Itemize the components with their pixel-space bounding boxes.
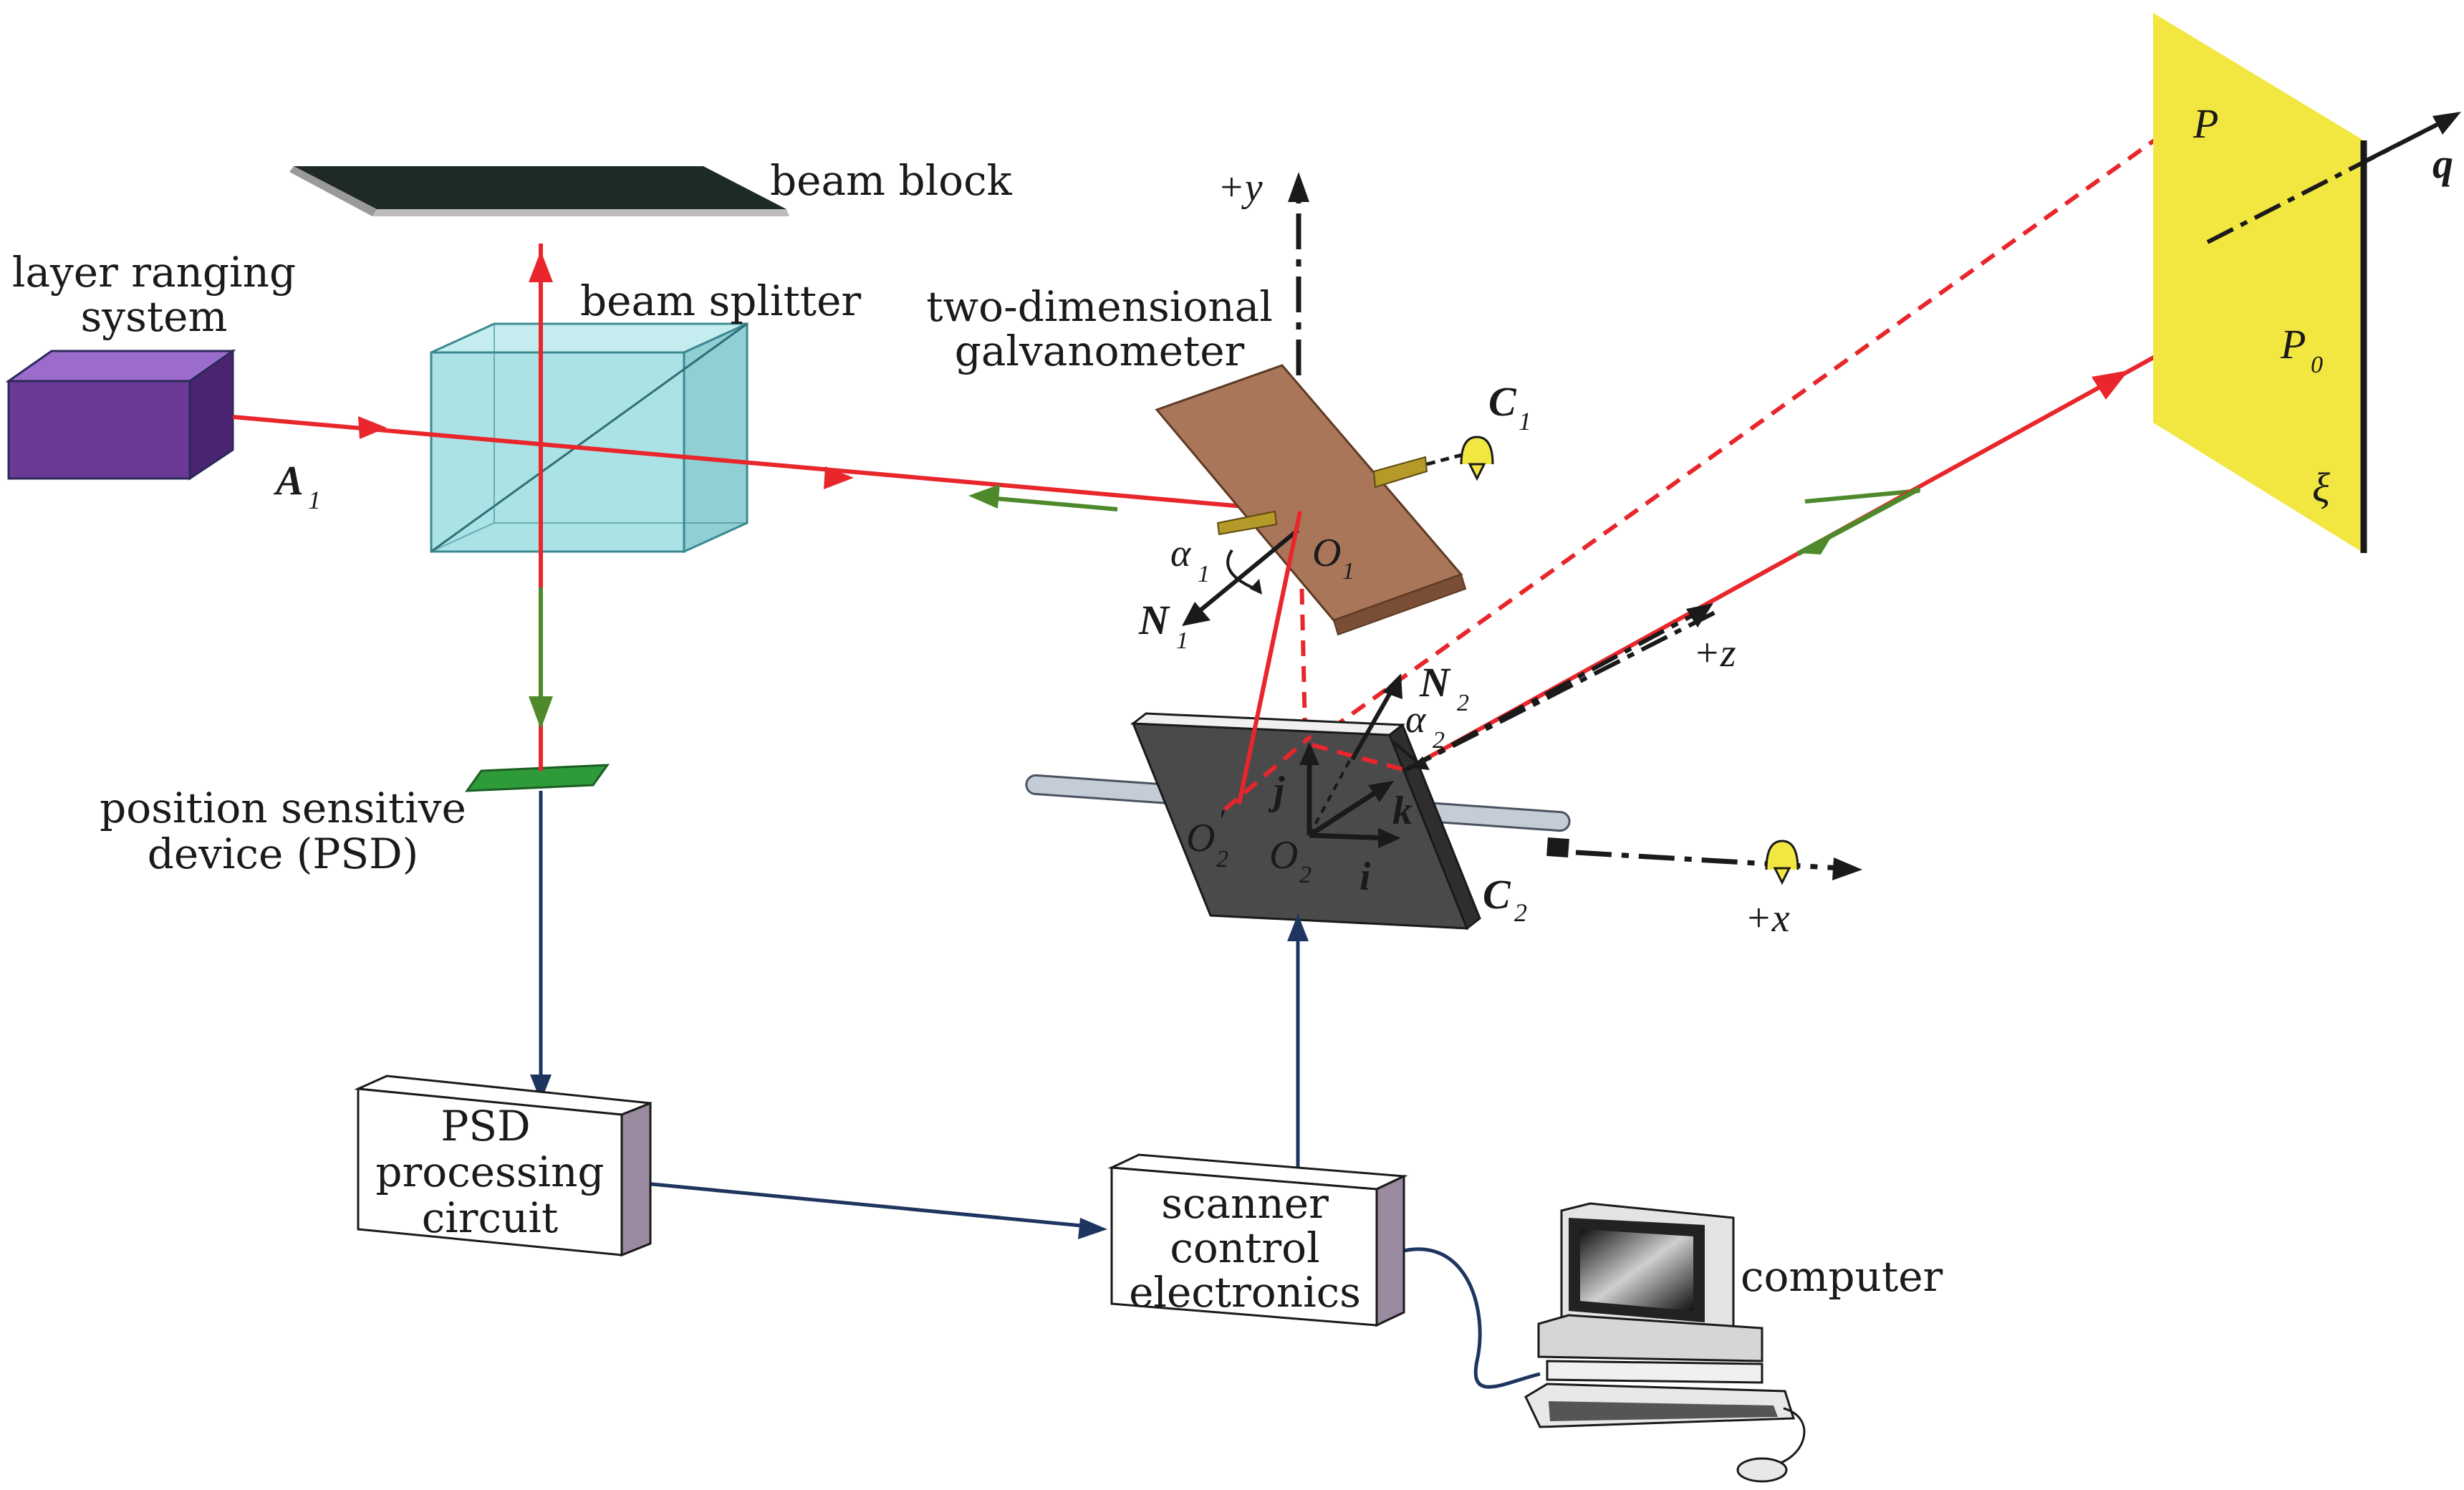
- local-axes-ijk: [1299, 742, 1401, 848]
- o2-label: O: [1269, 833, 1298, 878]
- return-beam-segments: [539, 489, 1920, 716]
- plus-z-label: +z: [1693, 631, 1736, 676]
- c1-subscript: 1: [1519, 407, 1531, 436]
- p0-label: P: [2280, 321, 2306, 367]
- alpha2-subscript: 2: [1433, 727, 1445, 754]
- xi-label: ξ: [2312, 464, 2330, 511]
- mirror2-beam-marks: [1223, 511, 1406, 812]
- o2-prime-label: O: [1186, 816, 1215, 860]
- layer-ranging-label: layer ranging: [12, 248, 296, 297]
- computer-label: computer: [1741, 1252, 1943, 1301]
- plus-x-label: +x: [1745, 896, 1790, 941]
- mirror1-normal-stub: [1216, 510, 1278, 536]
- c1-rotation-icon: [1460, 436, 1494, 481]
- n2-label: N: [1419, 659, 1451, 706]
- signal-arrowheads: [530, 914, 1309, 1239]
- o2-subscript: 2: [1299, 862, 1312, 888]
- beam-splitter: [430, 322, 749, 554]
- psd-processing-box: [354, 1075, 652, 1257]
- layer-ranging-label-line2: system: [81, 292, 228, 341]
- a1-label: A: [274, 457, 304, 504]
- p-label: P: [2193, 100, 2218, 147]
- psd-circuit-line1: PSD: [441, 1102, 530, 1150]
- alpha1-label: α: [1170, 532, 1192, 575]
- c2-subscript: 2: [1514, 898, 1527, 927]
- beam-block: [289, 166, 789, 216]
- q-label: q: [2432, 140, 2453, 187]
- signal-lines: [539, 791, 1541, 1389]
- x-axis: [1575, 850, 1862, 880]
- psd-circuit-line2: processing: [375, 1148, 604, 1196]
- c1-shaft: [1372, 449, 1476, 489]
- galvanometer-label-line2: galvanometer: [955, 327, 1245, 375]
- layer-ranging-system: [5, 349, 236, 481]
- psd-circuit-line3: circuit: [422, 1193, 558, 1242]
- scanner-line2: control: [1170, 1224, 1319, 1272]
- plus-y-label: +y: [1218, 165, 1263, 210]
- beam-splitter-label: beam splitter: [580, 277, 861, 325]
- k-label: k: [1392, 789, 1413, 833]
- galvanometer-label-line1: two-dimensional: [926, 282, 1273, 331]
- position-sensitive-device: [464, 764, 610, 792]
- alpha1-subscript: 1: [1198, 561, 1210, 587]
- scanner-control-box: [1107, 1153, 1408, 1327]
- scanner-line3: electronics: [1129, 1268, 1361, 1317]
- beam-block-label: beam block: [770, 156, 1013, 205]
- psd-label-line1: position sensitive: [100, 784, 466, 832]
- n1-label: N: [1138, 597, 1170, 643]
- psd-label-line2: device (PSD): [148, 830, 419, 878]
- a1-subscript: 1: [308, 486, 321, 514]
- n1-subscript: 1: [1176, 628, 1188, 654]
- scanner-line1: scanner: [1161, 1179, 1329, 1228]
- c2-rotation-icon: [1765, 840, 1799, 885]
- p0-subscript: 0: [2311, 352, 2323, 378]
- computer-icon: [1524, 1202, 1806, 1483]
- alpha2-label: α: [1405, 698, 1427, 741]
- i-label: i: [1359, 855, 1371, 899]
- z-axis: [1404, 603, 1713, 772]
- laser-direction-arrows: [358, 251, 854, 489]
- c1-label: C: [1488, 378, 1517, 425]
- q-vector: [2206, 112, 2461, 244]
- o2-prime-subscript: 2: [1216, 846, 1228, 873]
- o2-prime-mark: ′: [1218, 803, 1226, 838]
- n1-vector: [1182, 528, 1299, 626]
- o1-subscript: 1: [1342, 558, 1354, 585]
- o1-label: O: [1312, 531, 1341, 575]
- target-plane: [2153, 13, 2367, 553]
- n2-subscript: 2: [1457, 690, 1469, 716]
- galvanometer-mirror-2: [1130, 712, 1481, 931]
- c2-label: C: [1483, 871, 1511, 918]
- galvanometer-mirror-1: [1155, 364, 1467, 636]
